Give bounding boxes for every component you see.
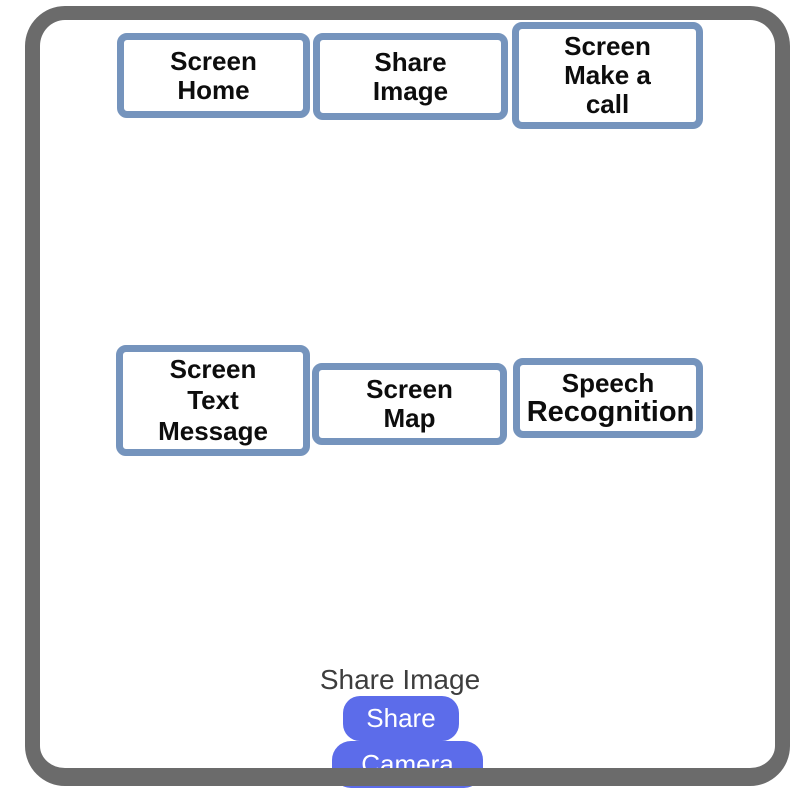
button-label-line: Screen [366, 374, 453, 404]
screen-map-button[interactable]: Screen Map [312, 363, 507, 445]
button-label-line: Screen [170, 45, 257, 76]
screen-home-button[interactable]: Screen Home [117, 33, 310, 118]
button-label-line: Make a [564, 60, 651, 90]
share-button[interactable]: Share [343, 696, 459, 741]
button-label-line: Image [372, 75, 449, 106]
button-label-line: Text [187, 385, 239, 415]
button-label-line: Home [177, 74, 250, 105]
button-label-line: Message [158, 416, 268, 446]
button-label-line: Screen [169, 354, 257, 384]
screen-make-a-call-button[interactable]: Screen Make a call [512, 22, 703, 129]
button-label-line: Recognition [526, 396, 695, 428]
share-image-screen-button[interactable]: Share Image [313, 33, 508, 120]
button-label-line: Share [374, 46, 447, 77]
camera-button[interactable]: Camera [332, 741, 483, 788]
screen-text-message-button[interactable]: Screen Text Message [116, 345, 310, 456]
button-label-line: Screen [564, 31, 651, 61]
share-image-section-label: Share Image [319, 664, 481, 695]
button-label-line: call [585, 89, 630, 119]
button-label-line: Map [383, 403, 436, 433]
speech-recognition-button[interactable]: Speech Recognition [513, 358, 703, 438]
button-label-line: Speech [561, 368, 655, 398]
